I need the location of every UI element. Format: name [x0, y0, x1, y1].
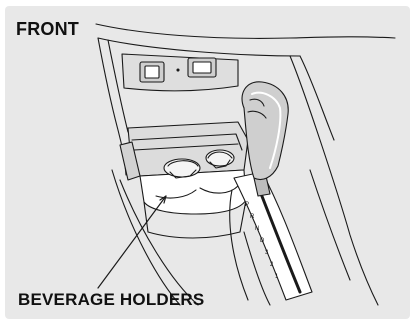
- gear-mark-r: R: [250, 214, 255, 220]
- beverage-holders-leader-line: [98, 196, 166, 288]
- gear-mark-n: N: [255, 226, 259, 232]
- dashboard-lower-edge: [98, 38, 300, 56]
- shift-knob: [242, 82, 288, 180]
- front-label: FRONT: [16, 19, 79, 40]
- gear-mark-p: P: [245, 202, 249, 208]
- gear-mark-d: D: [260, 238, 265, 244]
- cup-opening-left: [164, 159, 200, 177]
- switch-panel: [122, 54, 238, 91]
- beverage-holders-label: BEVERAGE HOLDERS: [18, 290, 204, 310]
- dashboard-outline: [96, 24, 395, 38]
